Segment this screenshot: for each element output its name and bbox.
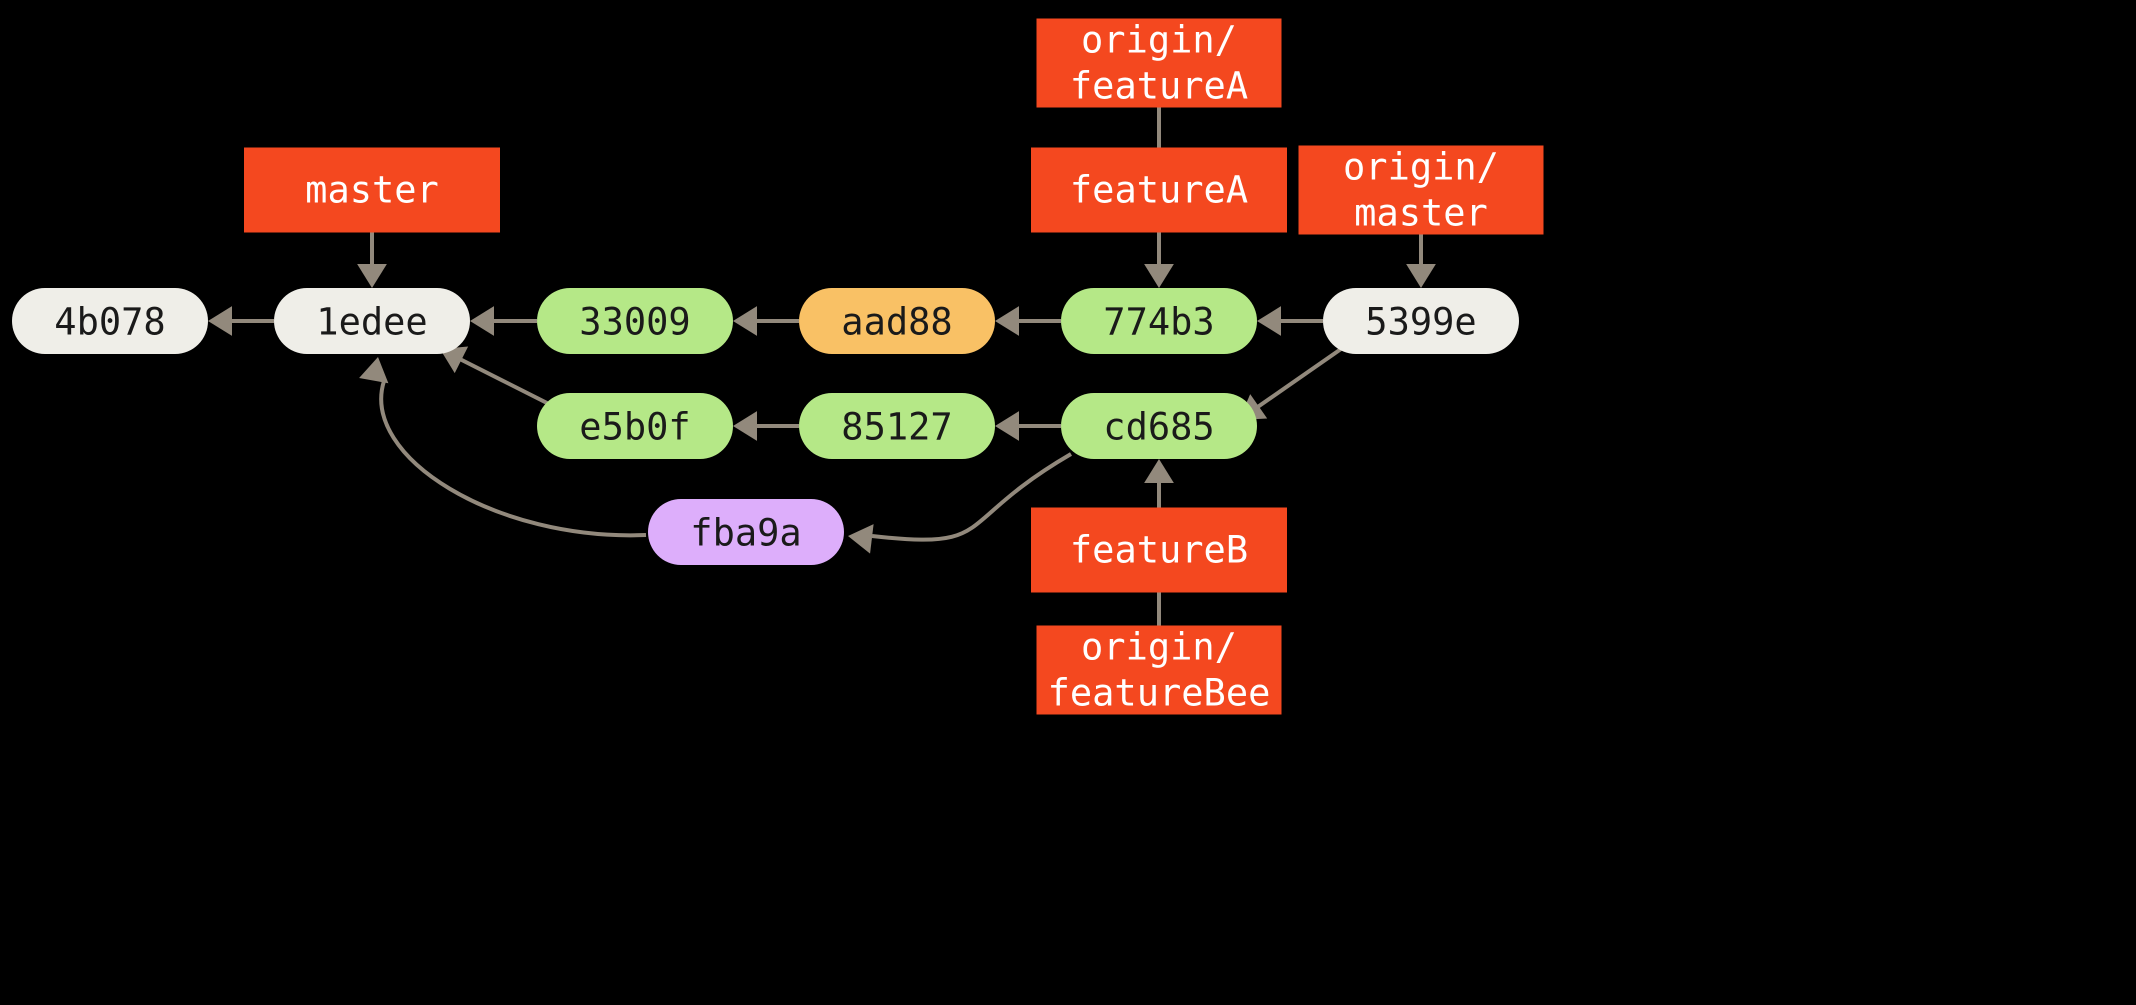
commit-node-33009[interactable]: 33009 bbox=[537, 288, 733, 354]
edge-line bbox=[871, 452, 1073, 542]
commit-node-1edee[interactable]: 1edee bbox=[274, 288, 470, 354]
ref-edge-arrowhead bbox=[1144, 264, 1174, 288]
commit-node-label: aad88 bbox=[841, 301, 952, 344]
ref-box-label: origin/ bbox=[1081, 626, 1237, 669]
ref-box-label: featureA bbox=[1070, 169, 1248, 212]
commit-node-shape bbox=[537, 393, 733, 459]
commit-node-label: 33009 bbox=[579, 301, 690, 344]
ref-box-rect bbox=[1036, 625, 1282, 715]
ref-box-label: master bbox=[1354, 192, 1488, 235]
ref-box-origin-featureBee[interactable]: origin/featureBee bbox=[1036, 625, 1282, 715]
commit-edge-85127-to-e5b0f bbox=[733, 411, 799, 441]
commit-node-cd685[interactable]: cd685 bbox=[1061, 393, 1257, 459]
commit-edge-774b3-to-aad88 bbox=[995, 306, 1061, 336]
ref-box-label: featureB bbox=[1070, 529, 1248, 572]
edge-arrowhead bbox=[440, 346, 469, 374]
ref-box-rect bbox=[1298, 145, 1544, 235]
commit-node-shape bbox=[274, 288, 470, 354]
ref-box-master[interactable]: master bbox=[244, 147, 500, 233]
edge-arrowhead bbox=[848, 524, 874, 554]
commit-node-shape bbox=[648, 499, 844, 565]
ref-edge-featureB-to-cd685 bbox=[1144, 459, 1174, 508]
edge-line bbox=[379, 380, 647, 538]
ref-box-label: origin/ bbox=[1081, 19, 1237, 62]
ref-box-rect bbox=[1031, 507, 1287, 593]
ref-edge-arrowhead bbox=[1406, 264, 1436, 288]
ref-edge-arrowhead bbox=[357, 264, 387, 288]
edge-arrowhead bbox=[1257, 306, 1281, 336]
commit-node-85127[interactable]: 85127 bbox=[799, 393, 995, 459]
commit-node-shape bbox=[12, 288, 208, 354]
commit-edge-cd685-to-fba9a bbox=[848, 452, 1073, 554]
ref-box-origin-master[interactable]: origin/master bbox=[1298, 145, 1544, 235]
edge-arrowhead bbox=[995, 411, 1019, 441]
ref-box-featureA[interactable]: featureA bbox=[1031, 147, 1287, 233]
commit-edge-33009-to-1edee bbox=[470, 306, 537, 336]
commit-node-fba9a[interactable]: fba9a bbox=[648, 499, 844, 565]
commit-node-shape bbox=[537, 288, 733, 354]
commit-node-shape bbox=[1323, 288, 1519, 354]
edge-arrowhead bbox=[995, 306, 1019, 336]
ref-edge-arrowhead bbox=[1144, 459, 1174, 483]
ref-edge-master-to-1edee bbox=[357, 232, 387, 288]
ref-edge-origin-master-to-5399e bbox=[1406, 234, 1436, 288]
edge-arrowhead bbox=[359, 357, 389, 384]
edge-arrowhead bbox=[733, 411, 757, 441]
ref-box-label: origin/ bbox=[1343, 146, 1499, 189]
ref-box-label: featureA bbox=[1070, 65, 1248, 108]
ref-box-label: master bbox=[305, 169, 439, 212]
ref-edge-featureA-to-774b3 bbox=[1144, 232, 1174, 288]
commit-node-label: e5b0f bbox=[579, 406, 690, 449]
ref-box-rect bbox=[244, 147, 500, 233]
commit-node-label: 4b078 bbox=[54, 301, 165, 344]
commit-node-label: 774b3 bbox=[1103, 301, 1214, 344]
commit-nodes-layer: 4b078 1edee 33009 aad88 774b3 5399e e5b0f 85127… bbox=[12, 288, 1519, 565]
commit-edge-e5b0f-to-1edee bbox=[439, 346, 550, 406]
commit-edge-1edee-to-4b078 bbox=[208, 306, 274, 336]
ref-box-origin-featureA[interactable]: origin/featureA bbox=[1036, 18, 1282, 108]
commit-node-label: fba9a bbox=[690, 512, 801, 555]
commit-node-shape bbox=[1061, 393, 1257, 459]
commit-node-aad88[interactable]: aad88 bbox=[799, 288, 995, 354]
commit-node-label: 5399e bbox=[1365, 301, 1476, 344]
ref-box-featureB[interactable]: featureB bbox=[1031, 507, 1287, 593]
commit-node-shape bbox=[799, 288, 995, 354]
commit-node-label: cd685 bbox=[1103, 406, 1214, 449]
commit-node-shape bbox=[1061, 288, 1257, 354]
ref-box-label: featureBee bbox=[1048, 672, 1271, 715]
commit-node-4b078[interactable]: 4b078 bbox=[12, 288, 208, 354]
commit-edge-fba9a-to-1edee bbox=[359, 357, 647, 538]
commit-node-e5b0f[interactable]: e5b0f bbox=[537, 393, 733, 459]
commit-node-774b3[interactable]: 774b3 bbox=[1061, 288, 1257, 354]
commit-edge-5399e-to-774b3 bbox=[1257, 306, 1323, 336]
ref-box-rect bbox=[1036, 18, 1282, 108]
commit-node-shape bbox=[799, 393, 995, 459]
ref-box-rect bbox=[1031, 147, 1287, 233]
commit-edge-aad88-to-33009 bbox=[733, 306, 799, 336]
commit-node-5399e[interactable]: 5399e bbox=[1323, 288, 1519, 354]
commit-node-label: 1edee bbox=[316, 301, 427, 344]
commit-node-label: 85127 bbox=[841, 406, 952, 449]
commit-edge-cd685-to-85127 bbox=[995, 411, 1061, 441]
edge-arrowhead bbox=[733, 306, 757, 336]
edge-arrowhead bbox=[208, 306, 232, 336]
commit-edge-5399e-to-cd685 bbox=[1237, 347, 1343, 422]
edge-arrowhead bbox=[470, 306, 494, 336]
